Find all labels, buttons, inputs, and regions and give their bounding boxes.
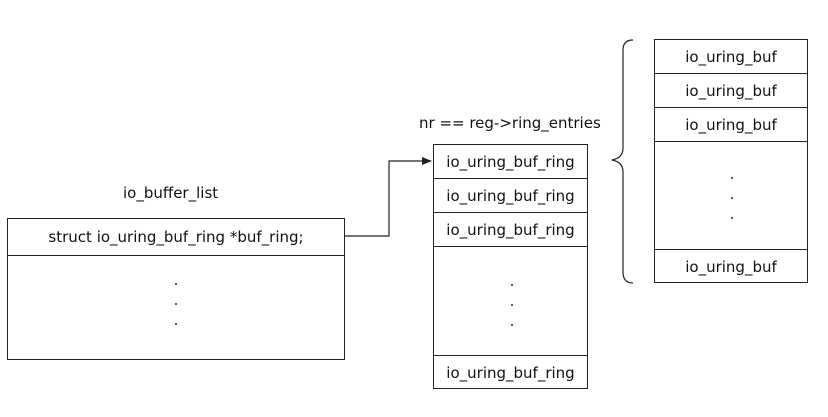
buf-ring-field: struct io_uring_buf_ring *buf_ring; <box>8 219 344 256</box>
ellipsis-dot <box>731 217 733 219</box>
buf-entry-label: io_uring_buf <box>685 115 777 134</box>
buf-entry-label: io_uring_buf <box>685 81 777 100</box>
ring-entry: io_uring_buf_ring <box>434 213 587 247</box>
ring-entry-label: io_uring_buf_ring <box>446 363 575 382</box>
ellipsis-dot <box>511 304 513 306</box>
ring-entry: io_uring_buf_ring <box>434 145 587 179</box>
buf-entry-label: io_uring_buf <box>685 47 777 66</box>
ring-entry-label: io_uring_buf_ring <box>446 186 575 205</box>
ring-entry: io_uring_buf_ring <box>434 179 587 213</box>
ring-entry-label: io_uring_buf_ring <box>446 152 575 171</box>
ellipsis-dot <box>731 177 733 179</box>
buf-entry-last: io_uring_buf <box>655 249 807 283</box>
ring-entries-label: nr == reg->ring_entries <box>419 114 601 132</box>
ring-entry-label: io_uring_buf_ring <box>446 220 575 239</box>
ring-entry-last: io_uring_buf_ring <box>434 355 587 389</box>
buf-entry: io_uring_buf <box>655 74 807 108</box>
io-uring-buf-array: io_uring_buf io_uring_buf io_uring_buf i… <box>654 39 808 283</box>
buf-ring-pointer-arrow <box>345 157 432 237</box>
ellipsis-dot <box>511 284 513 286</box>
io-buffer-list-title: io_buffer_list <box>123 184 219 202</box>
buf-entry: io_uring_buf <box>655 108 807 142</box>
buf-ring-field-label: struct io_uring_buf_ring *buf_ring; <box>48 228 304 246</box>
ellipsis-dot <box>175 283 177 285</box>
ellipsis-dot <box>731 197 733 199</box>
buf-entry-label: io_uring_buf <box>685 257 777 276</box>
ellipsis-dot <box>175 303 177 305</box>
io-buffer-list-struct: struct io_uring_buf_ring *buf_ring; <box>7 218 345 360</box>
ellipsis-dot <box>511 324 513 326</box>
buf-entry: io_uring_buf <box>655 40 807 74</box>
entries-brace <box>611 39 634 284</box>
buf-ring-array: io_uring_buf_ring io_uring_buf_ring io_u… <box>433 144 588 389</box>
ellipsis-dot <box>175 323 177 325</box>
